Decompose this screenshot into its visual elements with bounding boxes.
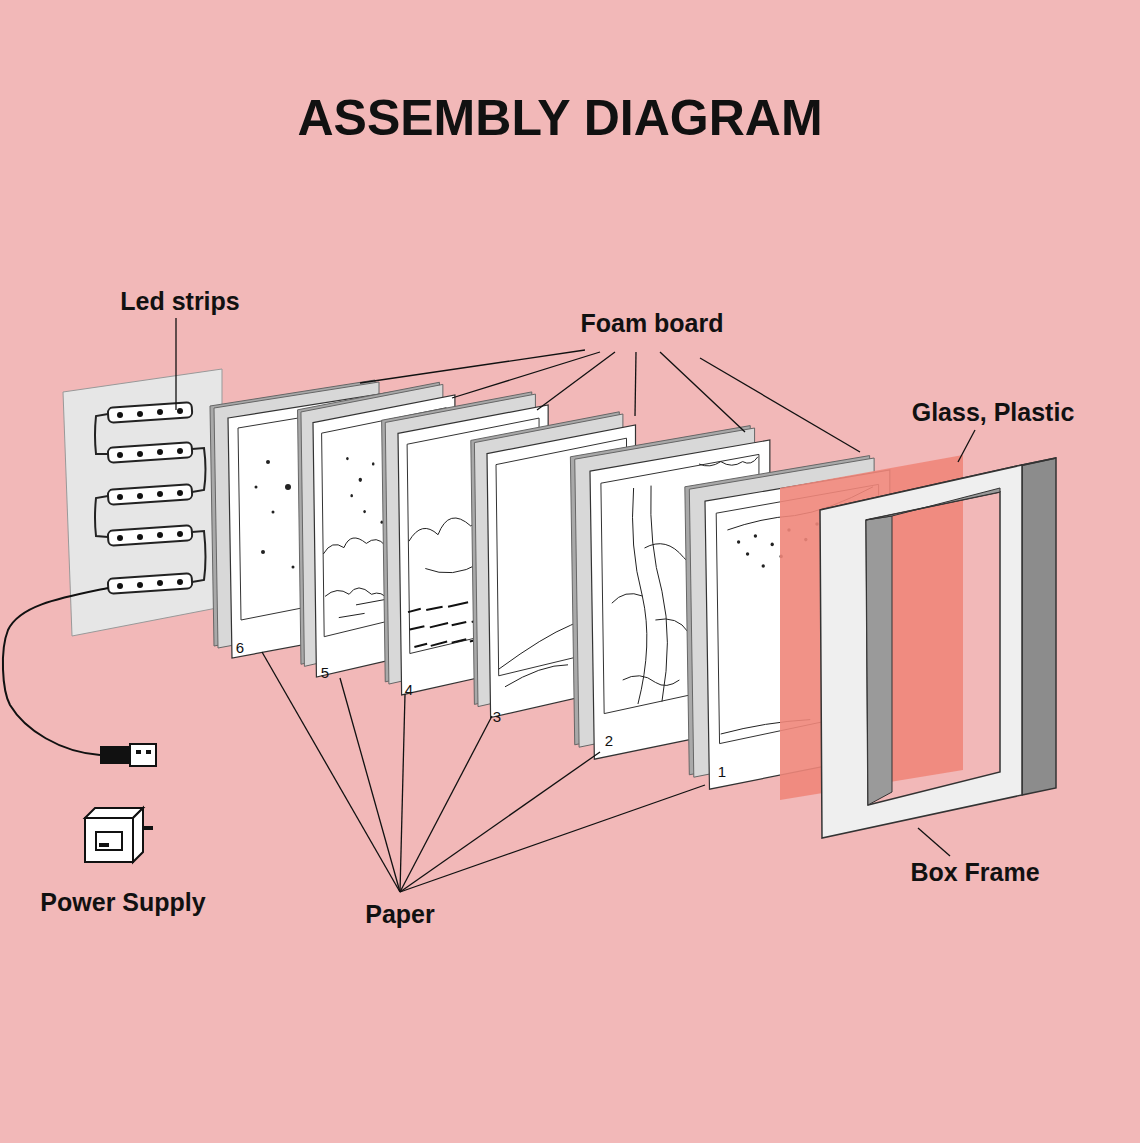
usb-plug [130, 744, 156, 766]
led-strip [108, 484, 193, 505]
paper-artwork [762, 564, 765, 568]
leader-line [400, 694, 405, 892]
led-dot [117, 494, 123, 500]
leader-line [958, 430, 975, 462]
led-dot [137, 582, 143, 588]
paper-artwork [737, 540, 740, 544]
power-supply-icon [99, 843, 109, 847]
power-supply-icon [85, 818, 133, 862]
led-strip [108, 402, 193, 423]
led-wire [95, 414, 206, 582]
leader-line [918, 828, 950, 856]
led-panel [63, 369, 222, 636]
leader-line [176, 318, 975, 892]
usb-plug [146, 750, 151, 754]
led-dot [117, 452, 123, 458]
callout-number: 1 [718, 764, 726, 781]
led-dot [177, 408, 183, 414]
led-strip [108, 402, 193, 594]
diagram-title: ASSEMBLY DIAGRAM [297, 91, 822, 146]
led-strip [108, 442, 193, 463]
led-dot [177, 579, 183, 585]
leader-line [340, 678, 400, 892]
led-dot [117, 535, 123, 541]
led-dot [117, 408, 183, 589]
leader-line [660, 352, 745, 432]
leader-line [175, 318, 176, 410]
led-strip [108, 525, 193, 546]
led-dot [177, 448, 183, 454]
usb-plug [100, 744, 156, 766]
led-dot [177, 531, 183, 537]
led-dot [117, 583, 123, 589]
leader-line [400, 752, 600, 892]
paper-artwork [754, 534, 757, 538]
paper-artwork [746, 552, 749, 556]
power-supply-icon [85, 808, 153, 862]
led-wire [192, 531, 206, 582]
callout-number: 2 [605, 733, 613, 750]
power-supply-icon [143, 826, 153, 830]
box-frame [866, 516, 892, 805]
led-panel [63, 369, 222, 636]
usb-plug [136, 750, 141, 754]
box-frame [1022, 458, 1056, 795]
box-frame [820, 465, 1022, 838]
led-wire [192, 448, 206, 492]
part-label: Paper [365, 901, 434, 929]
leader-line [400, 785, 705, 892]
callout-number: 3 [493, 709, 501, 726]
led-dot [157, 532, 163, 538]
led-wire [95, 414, 108, 454]
leader-line [635, 352, 636, 416]
led-dot [137, 493, 143, 499]
box-frame [820, 458, 1056, 838]
leader-line [537, 352, 615, 410]
power-supply-icon [96, 832, 122, 850]
led-dot [137, 411, 143, 417]
paper-artwork [372, 462, 375, 465]
part-label: Power Supply [40, 889, 205, 917]
leader-line [700, 358, 860, 452]
leader-line [452, 352, 600, 398]
paper-artwork [359, 478, 362, 482]
led-dot [157, 409, 163, 415]
paper-artwork [363, 510, 366, 513]
callout-number: 5 [321, 665, 329, 682]
part-label: Foam board [580, 310, 723, 338]
paper-artwork [346, 457, 349, 460]
power-supply-icon [133, 808, 143, 862]
led-dot [137, 451, 143, 457]
leader-line [262, 652, 400, 892]
led-wire [95, 496, 108, 537]
led-dot [157, 491, 163, 497]
led-dot [137, 534, 143, 540]
led-dot [177, 490, 183, 496]
part-label: Glass, Plastic [912, 399, 1075, 427]
led-dot [117, 412, 123, 418]
box-frame [866, 488, 1000, 520]
usb-plug [100, 746, 130, 764]
callout-number: 4 [405, 682, 413, 699]
led-dot [157, 580, 163, 586]
leader-line [400, 716, 492, 892]
part-label: Led strips [120, 288, 239, 316]
led-strip [108, 573, 193, 594]
paper-artwork [771, 543, 774, 547]
led-dot [157, 449, 163, 455]
part-label: Box Frame [910, 859, 1039, 887]
callout-number: 6 [236, 640, 244, 657]
usb-cable [3, 588, 108, 755]
paper-artwork [350, 494, 353, 497]
